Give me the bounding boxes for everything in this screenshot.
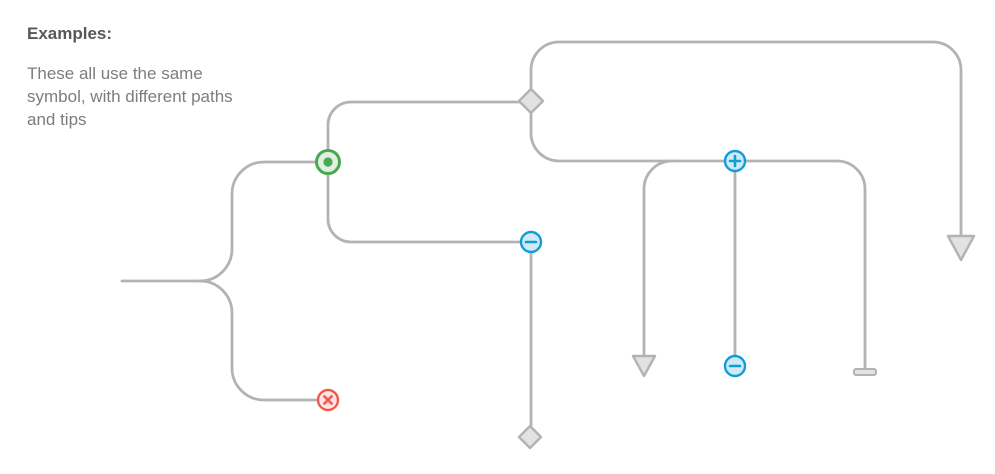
green-bullseye-icon-dot [323,157,333,167]
diamond-top-loop-line [529,40,963,237]
triangle-tip-middle-icon [631,354,657,378]
blue-plus-icon-glyph [728,154,742,168]
caption-line-3: and tips [27,110,87,129]
bullseye-to-diamond-line [326,100,533,164]
caption: Examples: These all use the same symbol,… [27,24,297,131]
fork-up-branch [198,160,330,283]
red-cross-tip-icon-glyph [323,395,333,405]
triangle-tip-right-icon [946,234,976,262]
diamond-junction-icon [517,87,545,115]
caption-line-2: symbol, with different paths [27,87,233,106]
bullseye-to-minus-line [326,160,533,244]
branch-to-triangle-line [642,159,674,357]
diamond-tip-icon [517,424,543,450]
caption-heading: Examples: [27,24,113,43]
fork-down-branch [198,279,320,402]
caption-line-1: These all use the same [27,64,203,83]
diamond-lower-run-line [529,99,867,370]
bar-tip-icon [853,368,877,376]
